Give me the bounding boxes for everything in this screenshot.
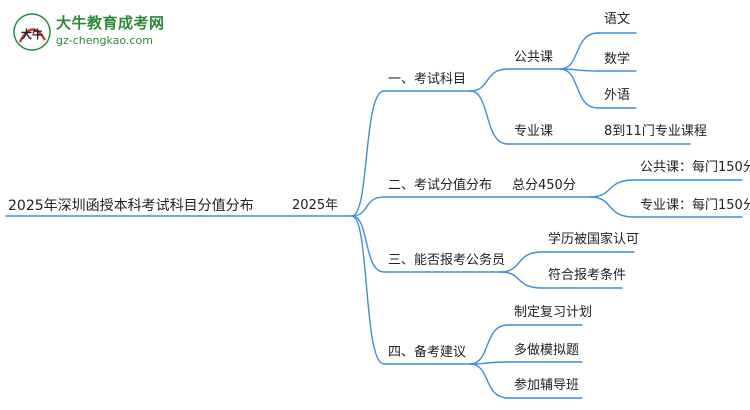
branch-exam-subjects: 一、考试科目	[388, 72, 467, 87]
connector-b4-tutoring	[469, 363, 509, 399]
connector-year-branch-2	[351, 196, 385, 217]
year-node: 2025年	[292, 198, 339, 213]
node-mock-exams: 多做模拟题	[514, 343, 580, 358]
connector-public-chinese	[559, 32, 599, 70]
node-foreign-language: 外语	[604, 88, 631, 103]
node-major-courses: 专业课	[514, 124, 554, 139]
branch-score-distribution: 二、考试分值分布	[388, 178, 493, 193]
node-major-course-count: 8到11门专业课程	[604, 124, 707, 139]
node-public-score: 公共课：每门150分	[640, 160, 750, 175]
connector-year-branch-4	[351, 215, 385, 365]
node-public-courses: 公共课	[514, 50, 554, 65]
root-node: 2025年深圳函授本科考试科目分值分布	[8, 198, 254, 214]
connector-b3-recognized	[499, 251, 543, 273]
connector-b4-plan	[469, 324, 509, 365]
node-total-score: 总分450分	[512, 178, 576, 193]
node-study-plan: 制定复习计划	[514, 305, 593, 320]
connector-b1-major	[469, 90, 509, 145]
connector-total-major	[589, 196, 635, 218]
logo-title: 大牛教育成考网	[56, 14, 165, 32]
node-chinese: 语文	[604, 12, 631, 27]
node-tutoring: 参加辅导班	[514, 378, 580, 393]
node-degree-recognized: 学历被国家认可	[548, 232, 640, 247]
connector-public-language	[559, 68, 599, 109]
node-eligibility: 符合报考条件	[548, 268, 627, 283]
branch-civil-service: 三、能否报考公务员	[388, 253, 506, 268]
logo-url: gz-chengkao.com	[56, 34, 153, 47]
connector-b3-eligibility	[499, 271, 543, 289]
connector-total-public	[589, 179, 635, 198]
logo-mark-icon: 大牛	[13, 13, 51, 51]
connector-year-branch-1	[351, 90, 385, 217]
node-math: 数学	[604, 52, 631, 67]
connector-year-branch-3	[351, 215, 385, 273]
branch-study-tips: 四、备考建议	[388, 345, 467, 360]
node-major-score: 专业课：每门150分	[640, 198, 750, 213]
site-logo[interactable]: 大牛 大牛教育成考网 gz-chengkao.com	[12, 10, 182, 56]
connector-b1-public	[469, 68, 509, 92]
logo-mark-text: 大牛	[21, 27, 43, 41]
